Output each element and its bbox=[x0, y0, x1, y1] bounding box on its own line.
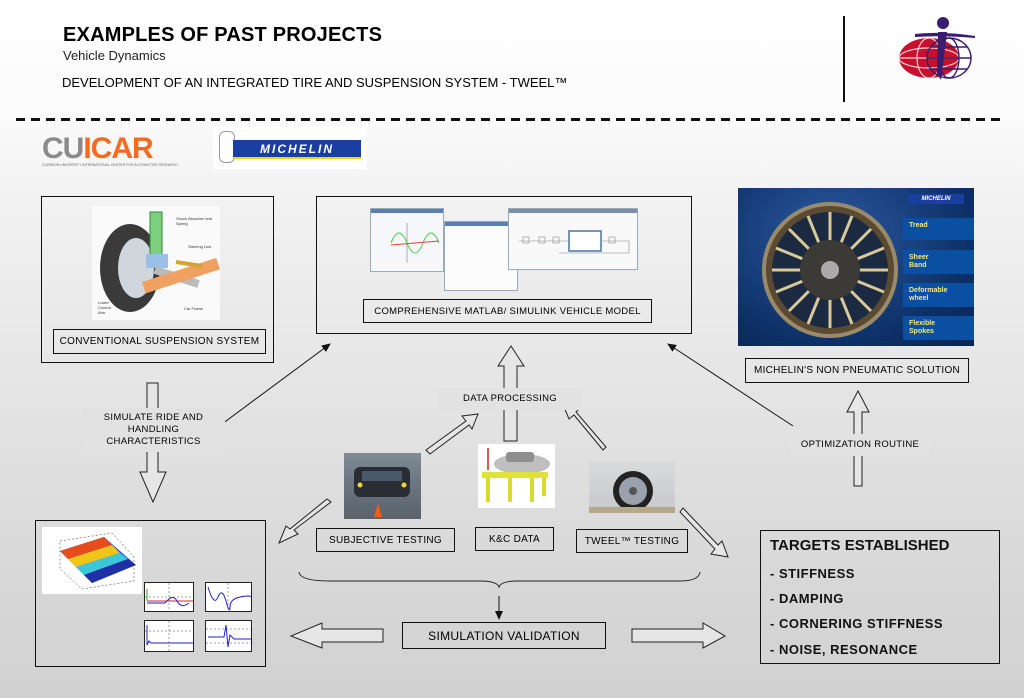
brace bbox=[298, 571, 701, 589]
matlab-code-window-screenshot bbox=[444, 221, 518, 291]
callout-shock: Shock Absorber and Spring bbox=[176, 216, 213, 226]
suspension-illustration: Shock Absorber and Spring Steering Link … bbox=[92, 206, 220, 320]
globe-person-logo-icon bbox=[893, 14, 983, 84]
kc-rig-photo bbox=[478, 444, 555, 508]
vehicle-model-panel bbox=[316, 196, 692, 334]
tweel-testing-photo bbox=[589, 461, 675, 513]
targets-title: TARGETS ESTABLISHED bbox=[770, 537, 950, 554]
page-subtitle: Vehicle Dynamics bbox=[63, 48, 166, 63]
surface-plot bbox=[42, 527, 142, 594]
callout-frame: Car Frame bbox=[184, 306, 204, 311]
simulink-diagram-screenshot bbox=[508, 208, 638, 270]
vehicle-model-label: COMPREHENSIVE MATLAB/ SIMULINK VEHICLE M… bbox=[363, 299, 652, 323]
kc-data-label: K&C DATA bbox=[475, 527, 554, 551]
header-divider bbox=[843, 16, 845, 102]
subjective-testing-label: SUBJECTIVE TESTING bbox=[316, 528, 455, 552]
time-response-plot-1 bbox=[144, 582, 194, 612]
callout-lower-arm: Lower Control Arm bbox=[98, 300, 111, 315]
simulate-ride-handling-label: SIMULATE RIDE AND HANDLING CHARACTERISTI… bbox=[82, 408, 225, 452]
simulation-results-panel bbox=[35, 520, 266, 667]
target-item: - CORNERING STIFFNESS bbox=[770, 616, 944, 631]
tweel-testing-label: TWEEL™ TESTING bbox=[576, 529, 688, 553]
cuicar-logo: CUICAR CLEMSON UNIVERSITY INTERNATIONAL … bbox=[40, 134, 190, 170]
cuicar-logo-cu: CU bbox=[42, 132, 84, 165]
simulation-validation-label: SIMULATION VALIDATION bbox=[402, 622, 606, 649]
tweel-illustration: MICHELIN Tread Sheer Band Deformable whe… bbox=[738, 188, 974, 346]
callout-tread: Tread bbox=[903, 218, 974, 240]
matlab-window-screenshot bbox=[370, 208, 444, 272]
arrow-tweel-to-processing bbox=[563, 406, 607, 451]
optimization-routine-label: OPTIMIZATION ROUTINE bbox=[790, 434, 930, 456]
callout-flexible-spokes: Flexible Spokes bbox=[903, 316, 974, 340]
michelin-solution-label: MICHELIN'S NON PNEUMATIC SOLUTION bbox=[745, 358, 969, 383]
target-item: - STIFFNESS bbox=[770, 566, 855, 581]
time-response-plot-4 bbox=[205, 620, 252, 652]
page-title: EXAMPLES OF PAST PROJECTS bbox=[63, 24, 383, 46]
time-response-plot-2 bbox=[205, 582, 252, 612]
arrow-subjective-to-processing bbox=[425, 413, 479, 455]
conventional-suspension-panel bbox=[41, 196, 274, 363]
target-item: - NOISE, RESONANCE bbox=[770, 642, 918, 657]
subjective-testing-photo bbox=[344, 453, 421, 519]
tweel-michelin-brand: MICHELIN bbox=[908, 194, 964, 204]
project-headline: DEVELOPMENT OF AN INTEGRATED TIRE AND SU… bbox=[62, 75, 568, 90]
callout-steering: Steering Link bbox=[188, 244, 212, 249]
target-item: - DAMPING bbox=[770, 591, 844, 606]
cuicar-tagline: CLEMSON UNIVERSITY INTERNATIONAL CENTER … bbox=[42, 163, 178, 167]
cuicar-logo-icar: ICAR bbox=[83, 132, 153, 165]
arrow-validation-left bbox=[289, 622, 384, 649]
header-dashed-divider bbox=[16, 118, 1002, 121]
data-processing-label: DATA PROCESSING bbox=[438, 388, 582, 410]
michelin-logo: MICHELIN bbox=[213, 127, 367, 169]
targets-panel bbox=[760, 530, 1000, 664]
arrow-validation-right bbox=[631, 622, 727, 649]
callout-sheer-band: Sheer Band bbox=[903, 250, 974, 274]
arrow-optimization-to-model bbox=[667, 343, 794, 427]
conventional-suspension-label: CONVENTIONAL SUSPENSION SYSTEM bbox=[53, 329, 266, 354]
callout-deformable-wheel: Deformable wheel bbox=[903, 283, 974, 307]
michelin-wordmark: MICHELIN bbox=[233, 140, 361, 159]
time-response-plot-3 bbox=[144, 620, 194, 652]
